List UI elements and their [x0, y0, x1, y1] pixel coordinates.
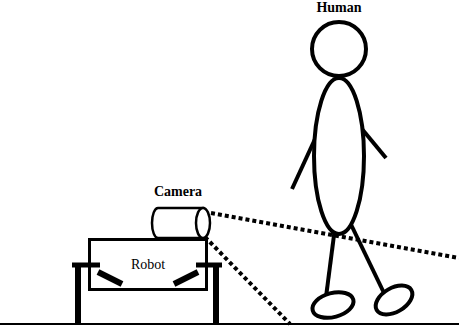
- node-label: Robot: [131, 257, 165, 273]
- robot-body: Robot: [88, 238, 208, 291]
- human-figure: [292, 22, 417, 322]
- ground-line: [0, 323, 459, 325]
- robot-legs: [72, 263, 222, 324]
- part-label: Camera: [154, 184, 202, 200]
- camera-symbol: [152, 208, 210, 238]
- part-label: Human: [316, 0, 361, 16]
